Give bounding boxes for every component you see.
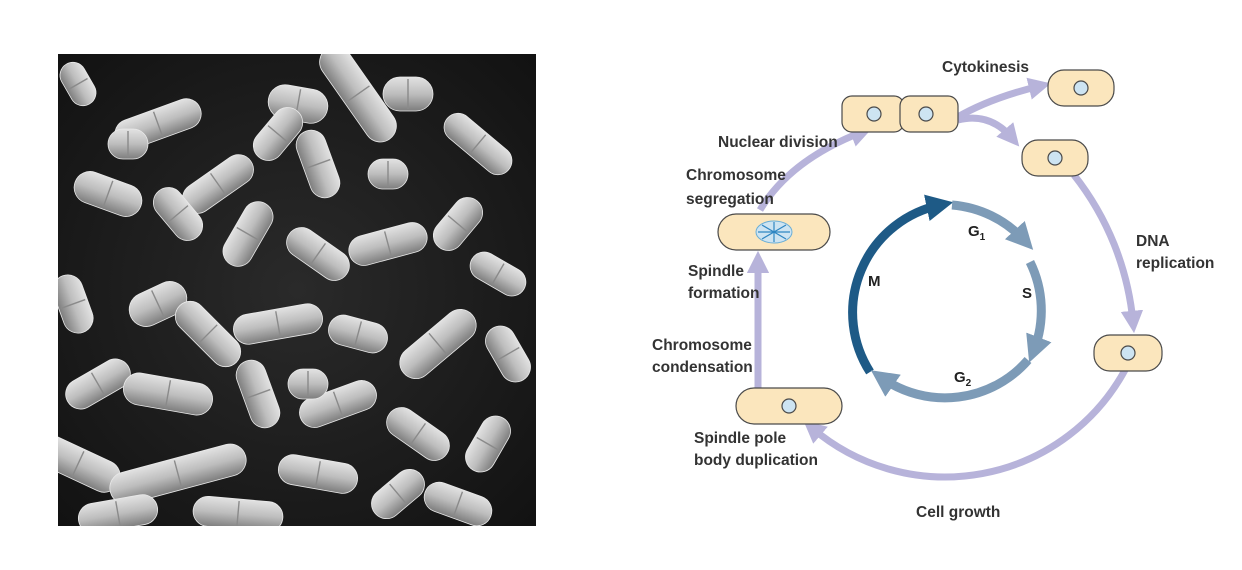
- septum-line: [428, 332, 448, 356]
- septum-line: [60, 298, 86, 310]
- septum-line: [236, 226, 260, 242]
- cell-spindle-pole-duplication: [735, 387, 843, 425]
- yeast-micrograph: [58, 54, 536, 526]
- septum-line: [353, 321, 363, 347]
- cell-chromosome-segregation: [717, 213, 831, 251]
- septum-line: [389, 483, 407, 505]
- arrow-split-to-right: [957, 114, 1020, 147]
- septum-line: [447, 215, 469, 233]
- outer-cycle-arrows: [746, 77, 1144, 481]
- septum-line: [102, 180, 114, 208]
- label-spindle-pole-body-duplication: Spindle pole body duplication: [694, 430, 818, 469]
- nucleus-icon: [1047, 150, 1063, 166]
- septum-line: [332, 391, 344, 417]
- septum-line: [71, 451, 85, 477]
- nucleus-icon: [918, 106, 934, 122]
- septum-line: [496, 346, 520, 362]
- nucleus-icon: [866, 106, 882, 122]
- label-spindle-formation: Spindle formation: [688, 263, 759, 302]
- nucleus-icon: [1073, 80, 1089, 96]
- arrow-g2-phase: [870, 357, 1032, 403]
- arrow-cell-growth: [803, 368, 1129, 481]
- septum-line: [491, 263, 505, 285]
- septum-line: [167, 205, 189, 223]
- septum-line: [409, 422, 427, 446]
- septum-line: [305, 158, 331, 170]
- septum-line: [90, 372, 106, 396]
- phase-labels: G1 S G2 M: [868, 223, 1032, 389]
- cell-cycle-diagram: Cytokinesis Nuclear division Chromosome …: [652, 59, 1214, 521]
- arrow-cytokinesis-up: [954, 77, 1051, 122]
- label-chromosome-segregation: Chromosome segregation: [686, 167, 790, 208]
- phase-g2: G2: [954, 369, 972, 389]
- cells: [717, 69, 1163, 425]
- label-cytokinesis: Cytokinesis: [942, 59, 1029, 76]
- arrow-g1-phase: [951, 200, 1034, 250]
- septum-line: [164, 380, 172, 408]
- septum-line: [383, 231, 393, 257]
- label-cell-growth: Cell growth: [916, 504, 1000, 521]
- daughter-cell-right: [1021, 139, 1089, 177]
- arrow-dna-replication: [1071, 172, 1144, 334]
- phase-g1: G1: [968, 223, 986, 243]
- septum-line: [275, 311, 281, 337]
- phase-m: M: [868, 273, 881, 290]
- septum-line: [245, 388, 271, 400]
- arrow-m-phase: [848, 194, 954, 375]
- septum-line: [346, 85, 370, 103]
- septum-line: [173, 460, 183, 488]
- phase-s: S: [1022, 285, 1032, 302]
- label-dna-replication: DNA replication: [1136, 233, 1214, 272]
- label-nuclear-division: Nuclear division: [718, 134, 838, 151]
- yeast-cells: [58, 54, 531, 526]
- arrow-nuclear-division: [756, 125, 873, 212]
- septum-line: [198, 324, 218, 344]
- septum-line: [452, 491, 464, 517]
- daughter-cell-top: [1047, 69, 1115, 107]
- septum-line: [151, 290, 165, 318]
- septum-line: [315, 461, 321, 487]
- arrow-s-phase: [1025, 260, 1052, 363]
- septum-line: [152, 111, 164, 137]
- septum-line: [469, 134, 487, 154]
- inner-cycle-arrows: [848, 194, 1052, 403]
- diagram-labels: Cytokinesis Nuclear division Chromosome …: [652, 59, 1214, 521]
- label-chromosome-condensation: Chromosome condensation: [652, 337, 756, 376]
- septum-line: [68, 77, 88, 91]
- nucleus-icon: [781, 398, 797, 414]
- septum-line: [236, 500, 240, 526]
- dividing-cell: [841, 95, 959, 133]
- septum-line: [267, 125, 289, 143]
- nucleus-icon: [1120, 345, 1136, 361]
- septum-line: [115, 501, 121, 526]
- cell-after-replication: [1093, 334, 1163, 372]
- septum-line: [209, 172, 227, 196]
- septum-line: [476, 436, 500, 452]
- septum-line: [309, 242, 327, 266]
